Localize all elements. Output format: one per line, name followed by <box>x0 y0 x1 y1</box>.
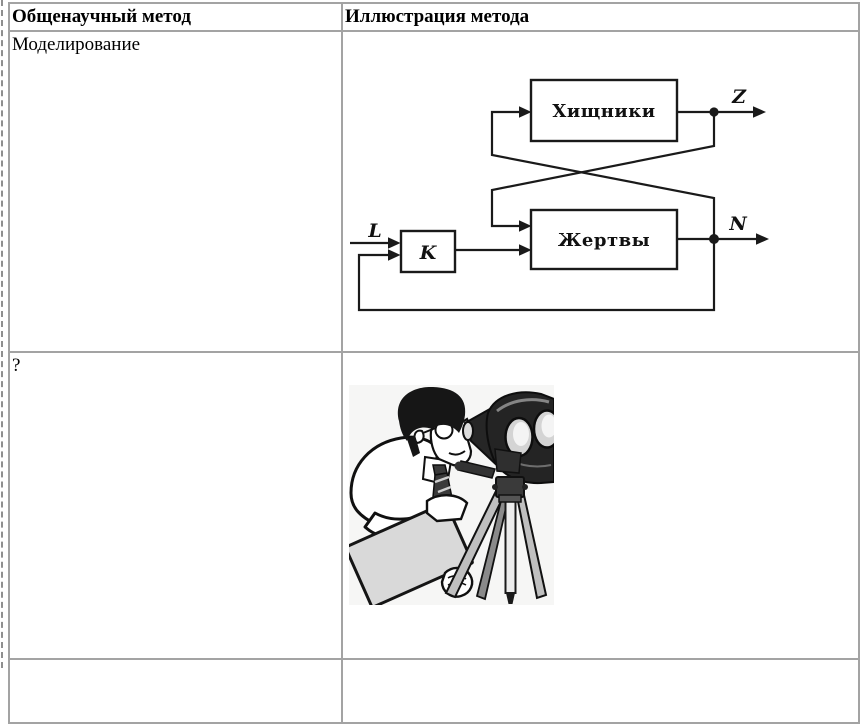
junction-dot-z <box>709 107 719 117</box>
observer-hair <box>397 386 466 457</box>
tripod <box>444 476 548 604</box>
diagram-wrapper: Хищники Жертвы K L Z N <box>345 33 856 350</box>
header-cell-illustration: Иллюстрация метода <box>341 2 860 32</box>
hand-top <box>425 494 469 523</box>
tripod-head <box>495 476 525 498</box>
input-label-l: L <box>367 220 381 242</box>
diagram-lines <box>350 110 756 312</box>
glasses-temple <box>422 427 436 434</box>
tripod-column <box>504 500 517 594</box>
predators-box <box>529 78 679 143</box>
cell-illustration-empty <box>341 658 860 724</box>
eyepiece <box>462 421 474 441</box>
clipboard <box>349 501 474 605</box>
header-row: Общенаучный метод Иллюстрация метода <box>8 2 860 32</box>
observer-illustration <box>349 385 554 605</box>
junction-dot-n <box>709 234 719 244</box>
observer-wrapper <box>345 354 856 657</box>
diagram-arrowheads <box>388 106 769 261</box>
predator-prey-diagram: Хищники Жертвы K L Z N <box>350 78 769 312</box>
gain-box <box>399 229 457 274</box>
observer-face <box>413 417 473 467</box>
output-label-n: N <box>728 213 747 235</box>
predators-label: Хищники <box>552 101 655 122</box>
cell-method-modeling: Моделирование <box>8 30 343 353</box>
prey-box <box>529 208 679 271</box>
diagram-labels: Хищники Жертвы K L Z N <box>367 86 747 264</box>
cell-method-empty <box>8 658 343 724</box>
row-modeling: Моделирование <box>8 30 860 353</box>
mount-bracket <box>494 448 522 474</box>
prey-label: Жертвы <box>558 230 650 251</box>
mouth-line <box>448 450 466 456</box>
header-cell-method: Общенаучный метод <box>8 2 343 32</box>
cell-illustration-observer <box>341 351 860 660</box>
cell-illustration-diagram: Хищники Жертвы K L Z N <box>341 30 860 353</box>
diagram-blocks <box>399 78 679 274</box>
text-boundary-guide <box>1 0 3 668</box>
gain-label: K <box>419 242 438 264</box>
row-question: ? <box>8 351 860 660</box>
output-label-z: Z <box>731 86 747 108</box>
methods-table: Общенаучный метод Иллюстрация метода Мод… <box>8 2 860 724</box>
row-partial <box>8 658 860 724</box>
cell-method-question: ? <box>8 351 343 660</box>
